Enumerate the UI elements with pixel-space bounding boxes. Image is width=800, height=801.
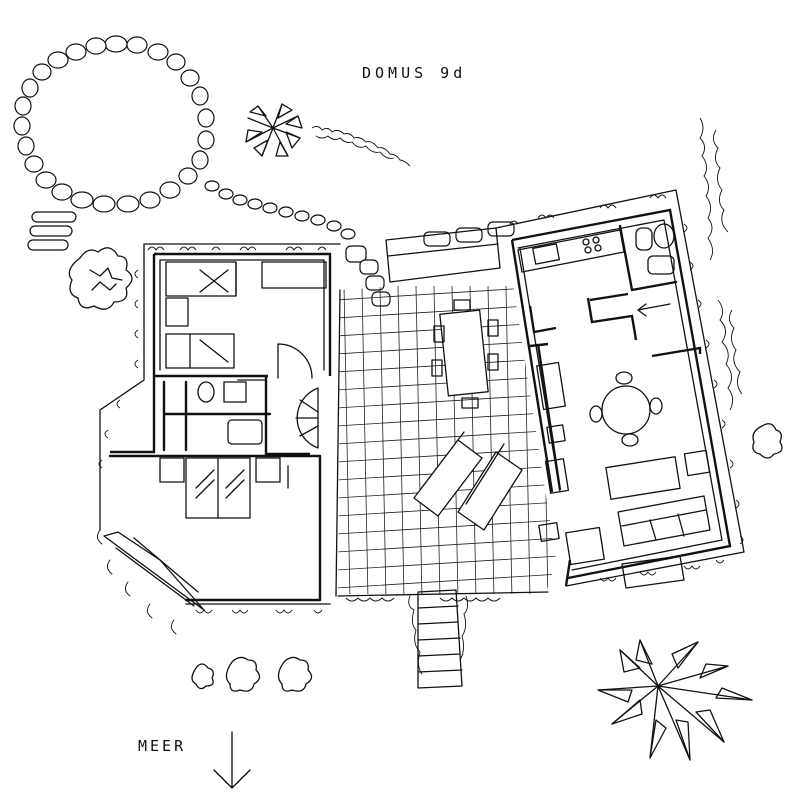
plant-top-center [245, 103, 303, 157]
shrub-right-small [752, 423, 783, 459]
living-furniture [536, 361, 711, 566]
stone-circle [13, 35, 356, 251]
sea-direction-label: MEER [138, 737, 187, 755]
bathroom-east [618, 223, 678, 317]
angled-bench [97, 529, 205, 635]
bathroom-west [162, 379, 272, 452]
patio [335, 221, 556, 689]
master-bedroom [108, 454, 322, 602]
sun-loungers [413, 431, 523, 531]
front-steps [408, 589, 469, 689]
west-wing [97, 243, 341, 635]
shrub-left [68, 247, 133, 310]
shrub-row-top [311, 125, 411, 167]
arrow-down-icon [213, 731, 251, 789]
palm-plant-bottom-right [597, 639, 753, 761]
plan-title: DOMUS 9d [362, 64, 467, 82]
east-wing [495, 189, 745, 589]
bunk-bed [165, 261, 327, 369]
patio-dining-table [431, 299, 499, 409]
shrub-right-column [699, 117, 743, 411]
shrub-row-bottom [191, 656, 313, 692]
